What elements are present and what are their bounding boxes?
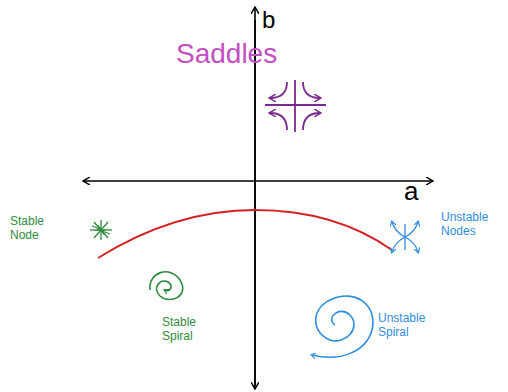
stable-spiral-icon [150, 272, 183, 300]
axis-label: a [404, 177, 418, 207]
axis-label: b [262, 6, 275, 34]
region-label: Stable Spiral [162, 316, 208, 344]
b-axis-down [254, 20, 256, 388]
region-label: Saddles [176, 38, 277, 70]
region-label: Stable Node [10, 215, 56, 243]
saddle-icon [265, 80, 326, 132]
region-label: Unstable Spiral [378, 312, 434, 340]
unstable-spiral-icon [312, 296, 373, 357]
boundary-curve [98, 210, 392, 258]
unstable-node-icon [392, 222, 418, 252]
a-axis-left [84, 180, 255, 182]
stable-node-icon [90, 220, 112, 240]
region-label: Unstable Nodes [441, 211, 501, 239]
